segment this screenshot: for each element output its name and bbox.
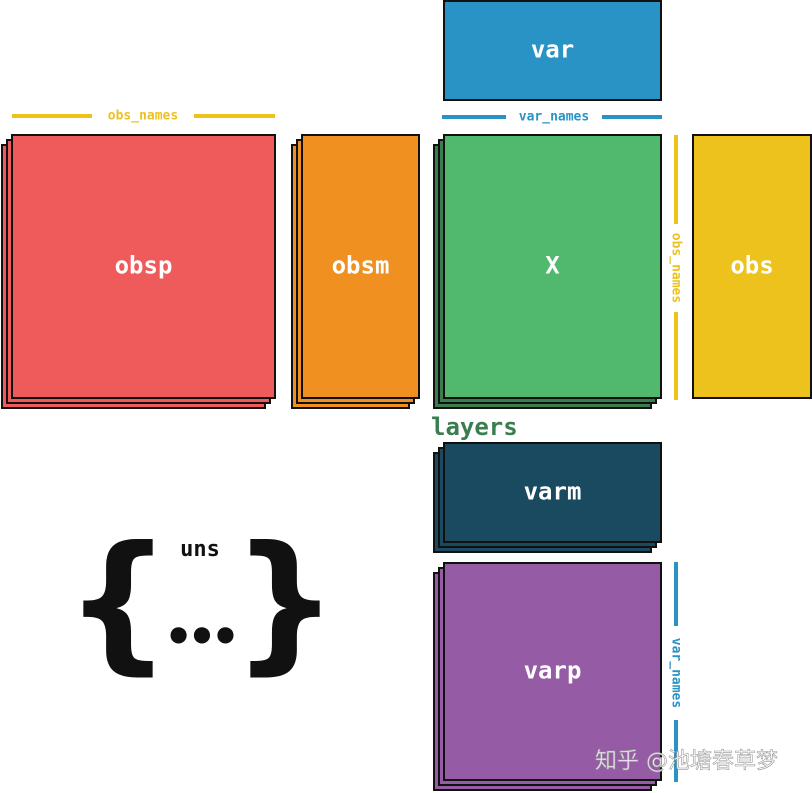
block-label: obsm [332,252,390,280]
var-names-label: var_names [669,638,684,708]
block-obsm: obsm [291,134,420,409]
block-label: var [531,36,574,64]
block-varp: varp [433,562,662,791]
block-varm: varm [433,442,662,553]
block-var: var [443,0,662,101]
block-face [11,134,276,399]
block-x: X [433,134,662,409]
block-obsp: obsp [1,134,276,409]
block-face [443,134,662,399]
obs-names-label: obs_names [108,109,178,124]
block-label: varm [524,478,582,506]
obs-names-side-annotation: obs_names [669,135,684,400]
block-label: varp [524,657,582,685]
obs-names-top-annotation: obs_names [12,109,275,124]
var-names-side-annotation: var_names [669,562,684,782]
uns-label: uns [180,537,220,562]
uns-group: { } uns ••• [65,515,339,689]
watermark: 知乎 @池塘春草梦 [595,749,778,774]
block-label: X [545,252,560,280]
right-brace: } [232,515,339,689]
block-face [443,442,662,543]
uns-ellipsis: ••• [164,610,234,664]
block-face [692,134,812,399]
layers-label: layers [431,413,518,441]
block-face [443,562,662,781]
block-label: obsp [115,252,173,280]
block-label: obs [730,252,773,280]
left-brace: { [65,515,172,689]
obs-names-label: obs_names [669,233,684,303]
block-face [443,0,662,101]
block-obs: obs [692,134,812,399]
var-names-label: var_names [519,110,589,125]
var-names-top-annotation: var_names [442,110,662,125]
block-face [301,134,420,399]
